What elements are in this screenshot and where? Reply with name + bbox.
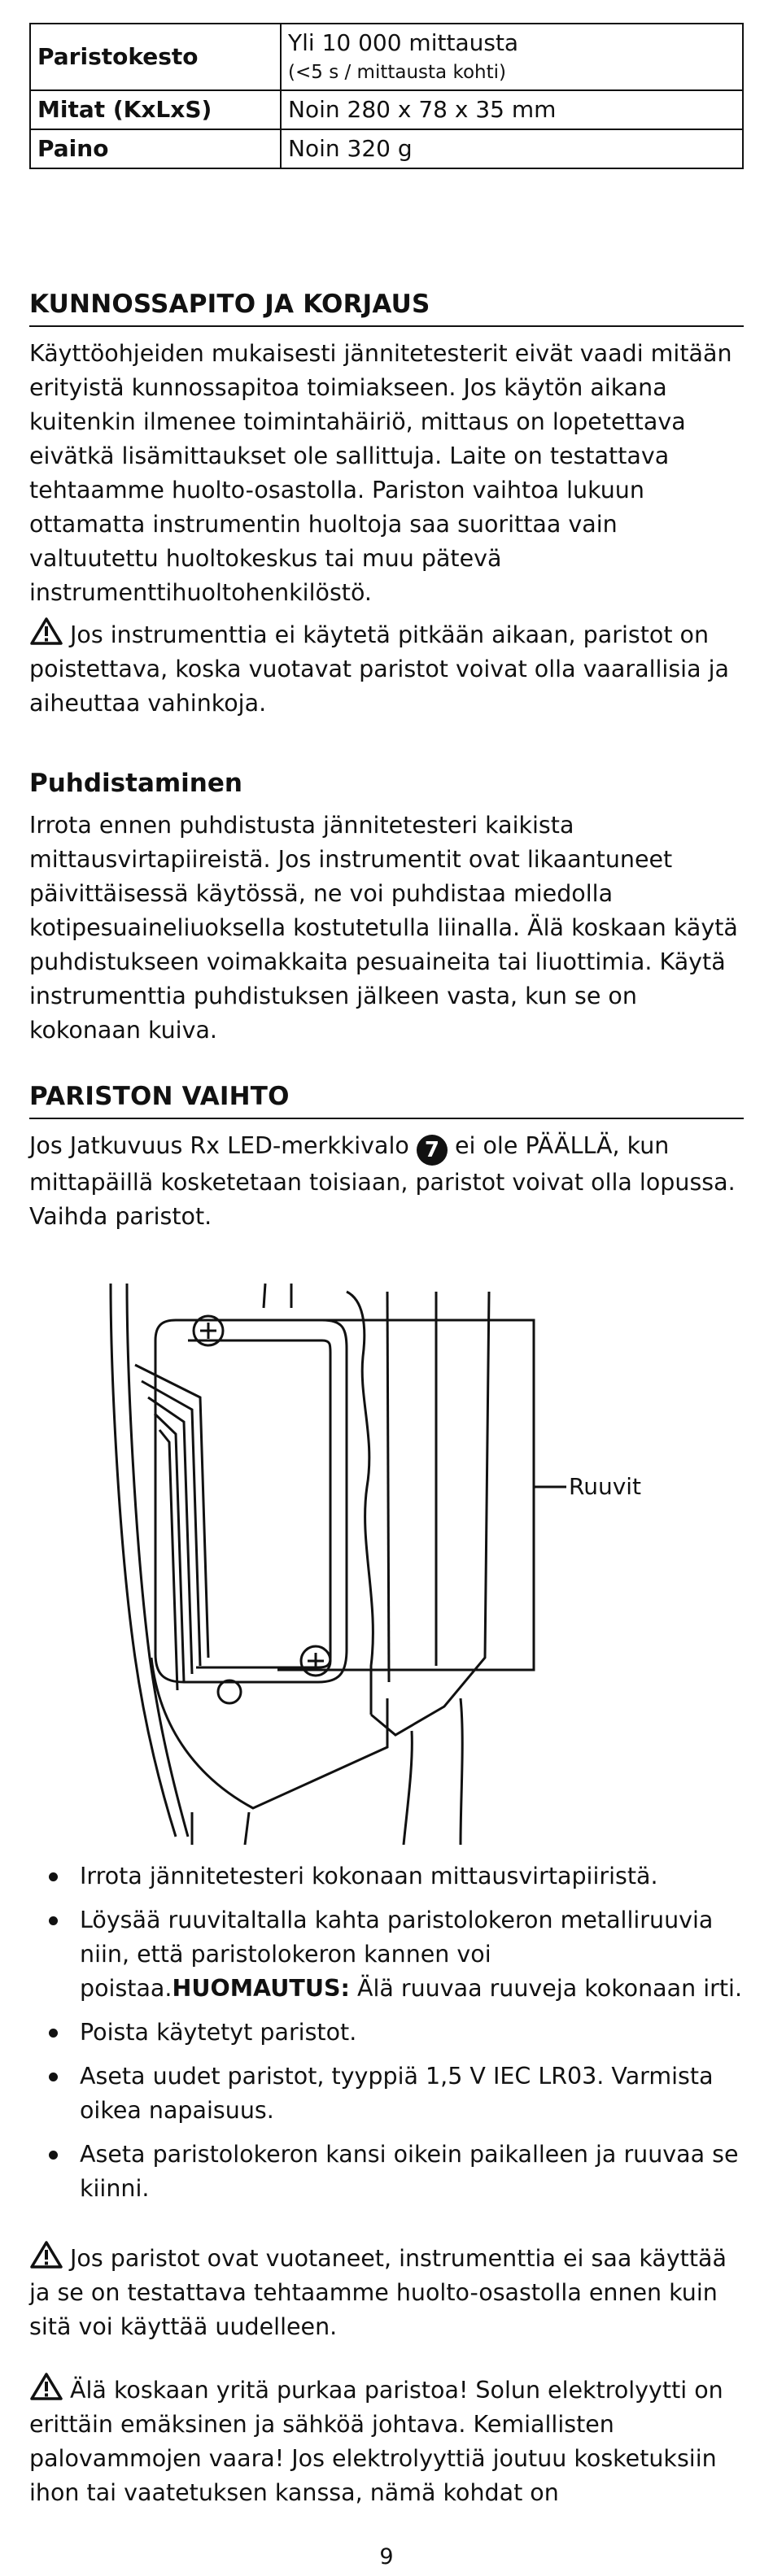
spec-label: Paino xyxy=(29,129,282,169)
led-number-badge: 7 xyxy=(416,1135,448,1166)
page-number: 9 xyxy=(379,2544,394,2569)
step-note-text: Älä ruuvaa ruuveja kokonaan irti. xyxy=(349,1975,743,2002)
step-text: Irrota jännitetesteri kokonaan mittausvi… xyxy=(80,1863,658,1890)
disassembly-warning-text: Älä koskaan yritä purkaa paristoa! Solun… xyxy=(29,2377,723,2506)
spec-label: Mitat (KxLxS) xyxy=(29,89,282,130)
spec-value: Noin 280 x 78 x 35 mm xyxy=(280,89,744,130)
step-note-label: HUOMAUTUS: xyxy=(172,1975,350,2002)
maintenance-warning: Jos instrumenttia ei käytetä pitkään aik… xyxy=(29,617,744,721)
list-item: Aseta uudet paristot, tyyppiä 1,5 V IEC … xyxy=(29,2059,744,2128)
battery-heading: PARISTON VAIHTO xyxy=(29,1080,744,1119)
table-row: Paino Noin 320 g xyxy=(29,129,744,169)
table-row: Mitat (KxLxS) Noin 280 x 78 x 35 mm xyxy=(29,89,744,130)
battery-intro: Jos Jatkuvuus Rx LED-merkkivalo 7 ei ole… xyxy=(29,1129,744,1234)
specs-table: Paristokesto Yli 10 000 mittausta (<5 s … xyxy=(29,23,744,169)
step-text: Aseta paristolokeron kansi oikein paikal… xyxy=(80,2141,739,2202)
step-text: Löysää ruuvitaltalla kahta paristolokero… xyxy=(80,1907,714,2002)
manual-page: Paristokesto Yli 10 000 mittausta (<5 s … xyxy=(29,23,744,2569)
battery-compartment-figure: Ruuvit xyxy=(78,1275,745,1846)
warning-icon xyxy=(30,2373,63,2400)
list-item: Poista käytetyt paristot. xyxy=(29,2016,744,2050)
list-item: Löysää ruuvitaltalla kahta paristolokero… xyxy=(29,1903,744,2006)
warning-icon xyxy=(30,2241,63,2269)
list-item: Aseta paristolokeron kansi oikein paikal… xyxy=(29,2138,744,2206)
leak-warning-text: Jos paristot ovat vuotaneet, instrumentt… xyxy=(29,2245,727,2340)
warning-icon xyxy=(30,617,63,645)
cleaning-heading: Puhdistaminen xyxy=(29,769,242,798)
spec-value-note: (<5 s / mittausta kohti) xyxy=(288,62,506,83)
maintenance-heading: KUNNOSSAPITO JA KORJAUS xyxy=(29,288,744,327)
screws-label: Ruuvit xyxy=(569,1473,642,1500)
step-text: Aseta uudet paristot, tyyppiä 1,5 V IEC … xyxy=(80,2063,714,2124)
leak-warning: Jos paristot ovat vuotaneet, instrumentt… xyxy=(29,2240,744,2344)
disassembly-warning: Älä koskaan yritä purkaa paristoa! Solun… xyxy=(29,2372,744,2510)
battery-intro-end: ei ole PÄÄLLÄ, kun mittapäillä kosketeta… xyxy=(29,1132,736,1230)
list-item: Irrota jännitetesteri kokonaan mittausvi… xyxy=(29,1859,744,1894)
spec-value: Noin 320 g xyxy=(280,129,744,169)
spec-value: Yli 10 000 mittausta (<5 s / mittausta k… xyxy=(280,23,744,91)
spec-value-main: Yli 10 000 mittausta xyxy=(288,29,519,56)
battery-steps-list: Irrota jännitetesteri kokonaan mittausvi… xyxy=(29,1859,744,2216)
maintenance-body: Käyttöohjeiden mukaisesti jännitetesteri… xyxy=(29,340,732,606)
table-row: Paristokesto Yli 10 000 mittausta (<5 s … xyxy=(29,23,744,91)
cleaning-body: Irrota ennen puhdistusta jännitetesteri … xyxy=(29,812,738,1044)
battery-intro-start: Jos Jatkuvuus Rx LED-merkkivalo xyxy=(29,1132,409,1159)
spec-label: Paristokesto xyxy=(29,23,282,91)
tester-drawing xyxy=(109,1283,566,1846)
maintenance-warning-text: Jos instrumenttia ei käytetä pitkään aik… xyxy=(29,621,730,717)
step-text: Poista käytetyt paristot. xyxy=(80,2019,357,2046)
